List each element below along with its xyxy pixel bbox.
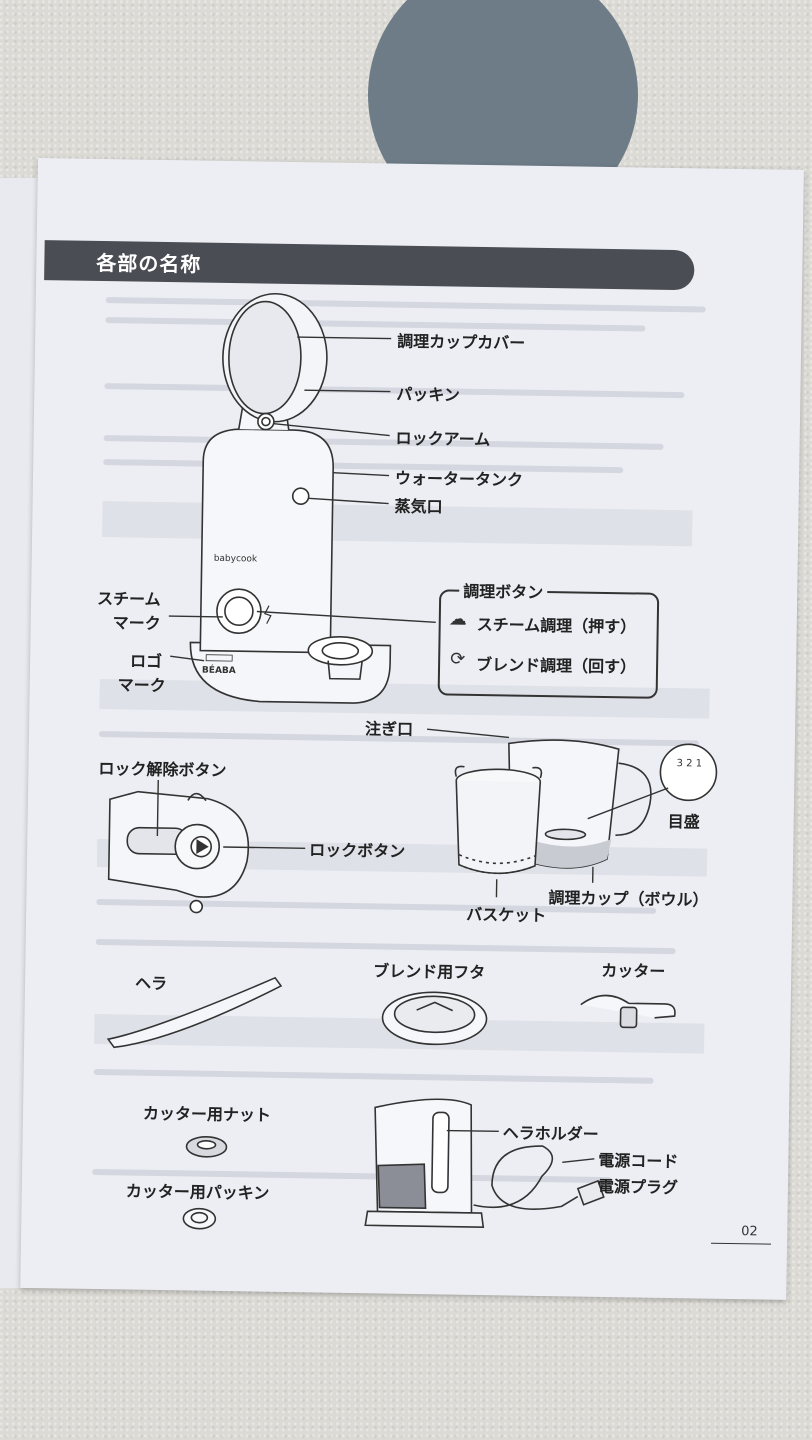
accessories-illustration (106, 976, 676, 1049)
label-spatula-holder: ヘラホルダー (502, 1123, 599, 1144)
bottom-parts-illustration (182, 1098, 605, 1230)
page-number: 02 (741, 1224, 758, 1240)
label-power-cord: 電源コード (598, 1150, 679, 1172)
lock-mechanism-illustration (107, 779, 306, 914)
manual-page: 各部の名称 ba (20, 158, 804, 1300)
babycook-appliance-illustration: babycook BÉABA (168, 292, 436, 704)
label-power-plug: 電源プラグ (597, 1176, 679, 1198)
product-name-text: babycook (214, 554, 258, 565)
scale-marks-text: 3 2 1 (676, 758, 702, 769)
brand-logo-text: BÉABA (202, 664, 236, 677)
cooking-cup-illustration: 3 2 1 (427, 728, 718, 898)
